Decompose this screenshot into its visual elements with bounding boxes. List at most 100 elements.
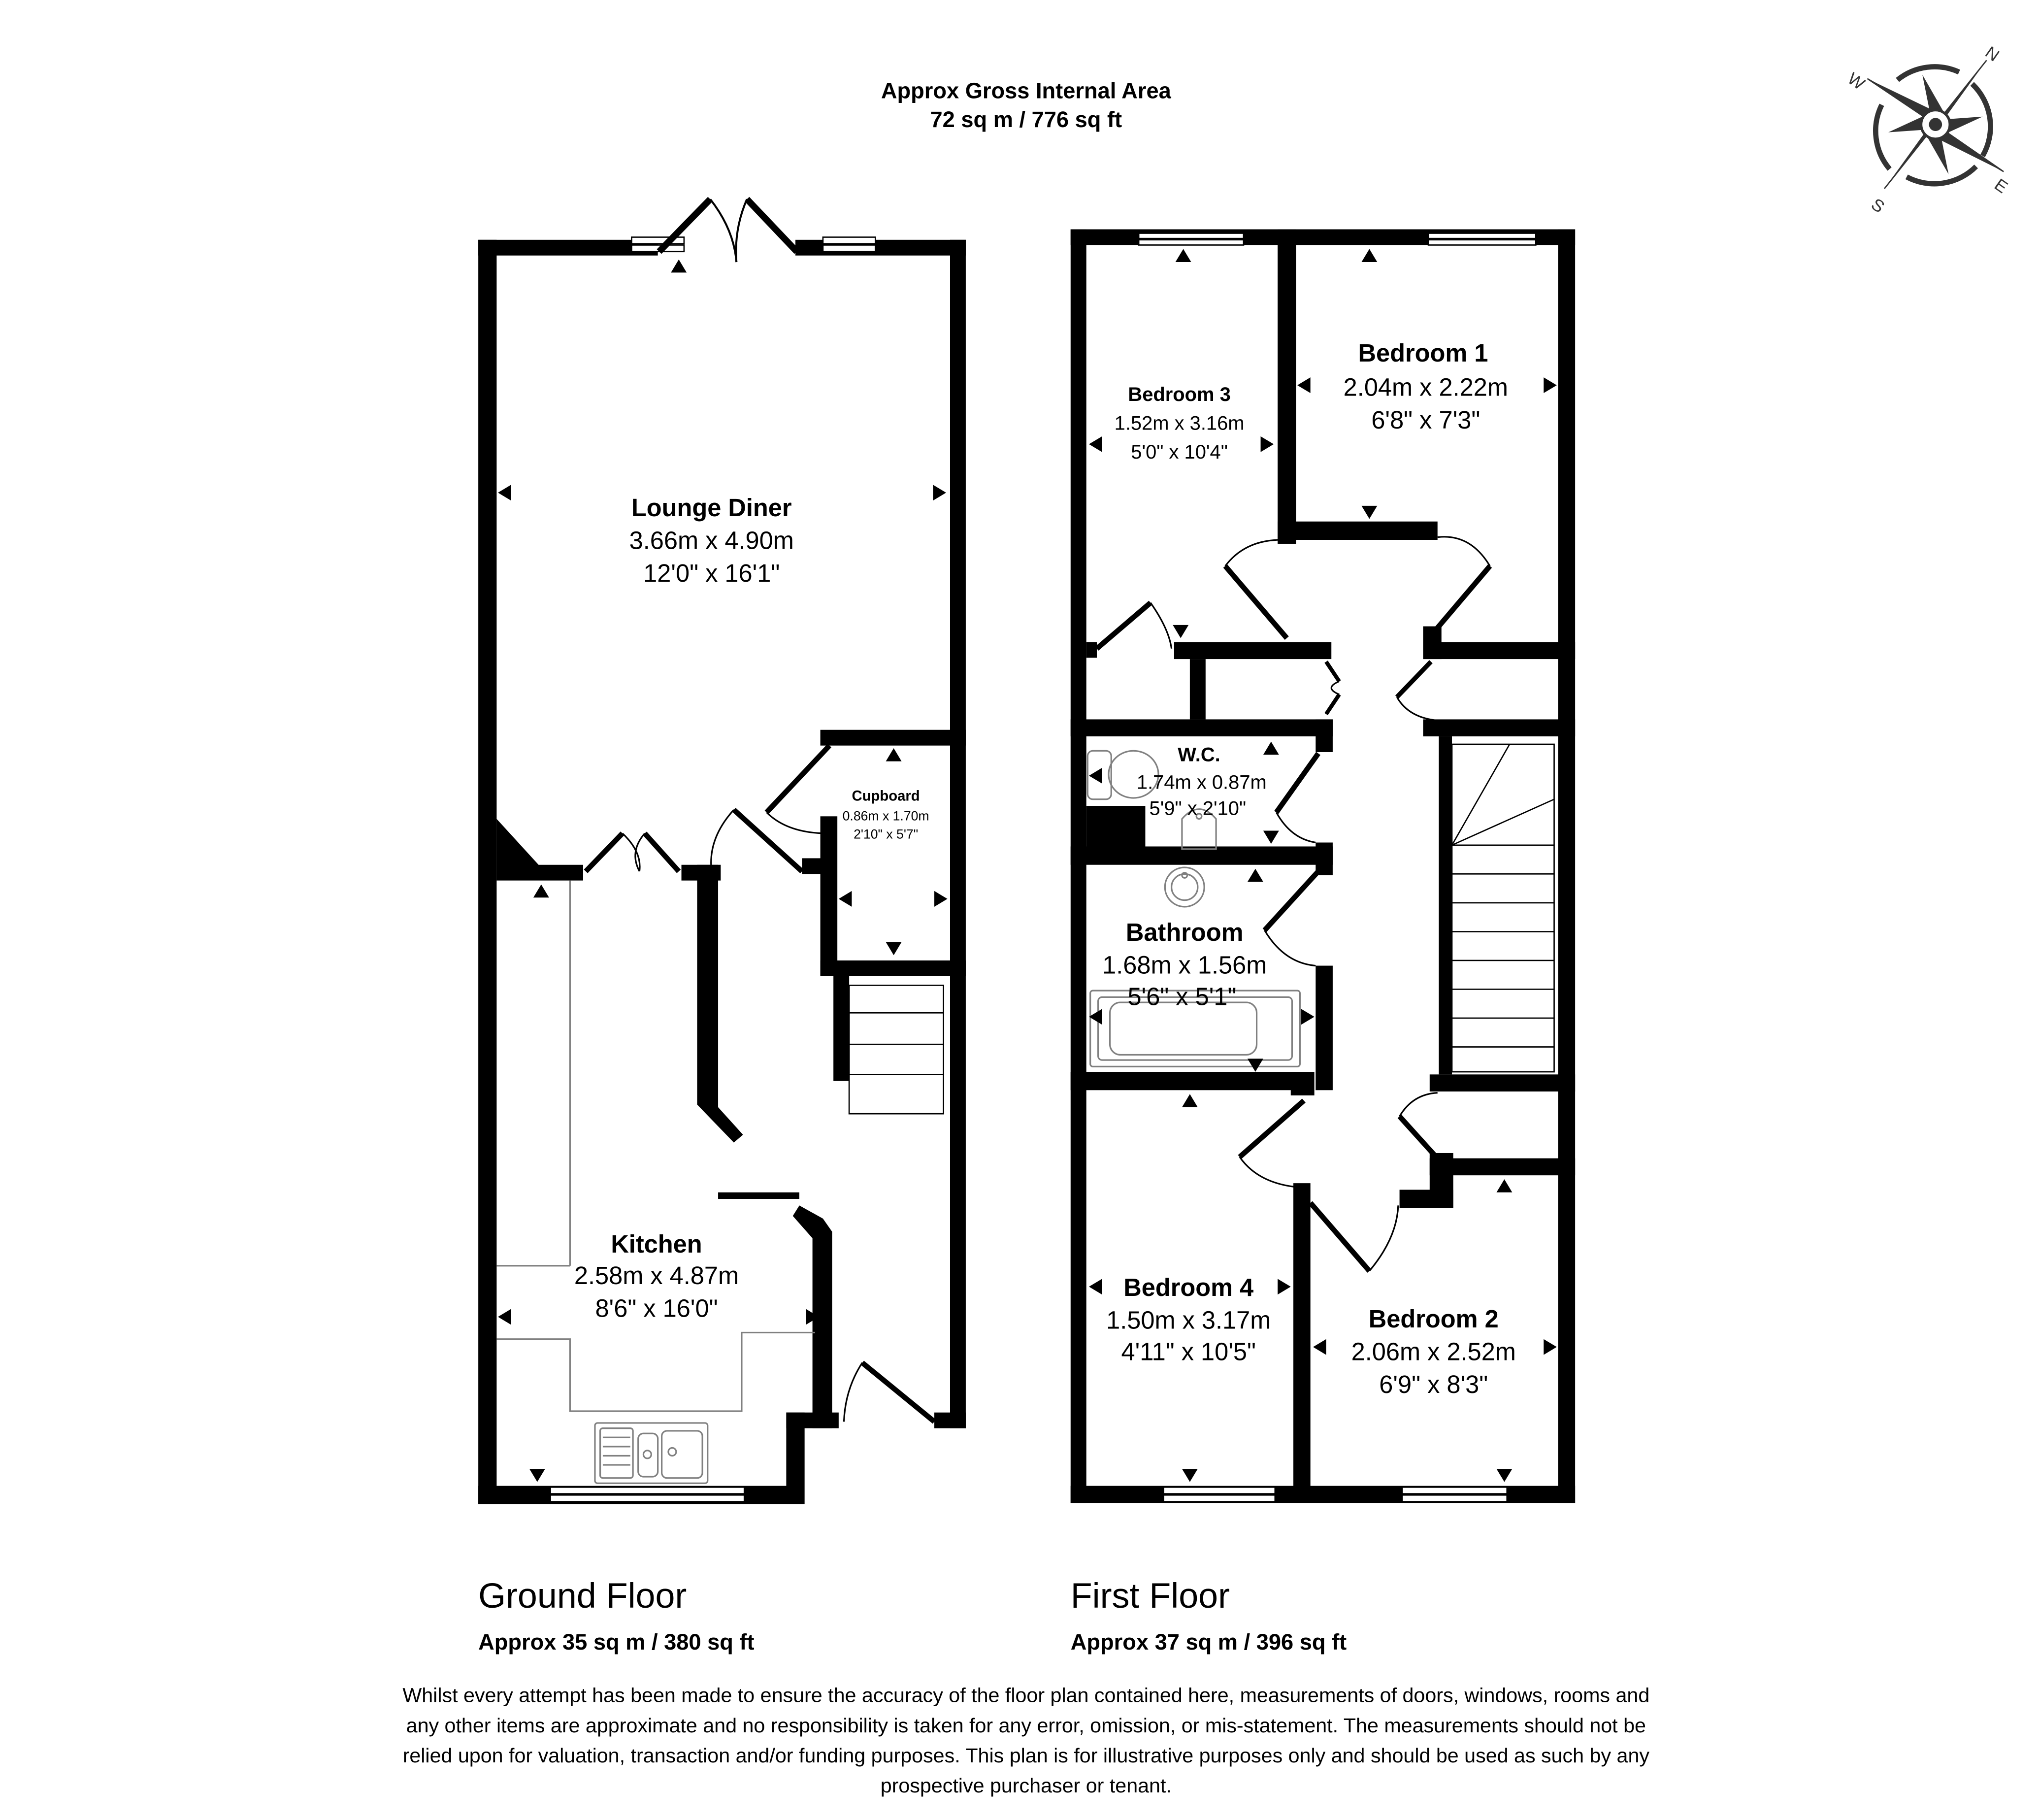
staircase <box>1439 736 1555 1075</box>
wall <box>1423 642 1576 660</box>
wall <box>697 864 743 1143</box>
wall <box>1278 229 1296 544</box>
svg-text:12'0" x 16'1": 12'0" x 16'1" <box>643 559 780 587</box>
wall <box>820 960 966 976</box>
toilet-icon <box>1086 750 1159 800</box>
window <box>1401 1486 1508 1502</box>
gross-area-title: Approx Gross Internal Area <box>881 78 1172 103</box>
wall <box>795 239 966 256</box>
cupboard-door <box>1397 1092 1439 1159</box>
svg-text:Bedroom 3: Bedroom 3 <box>1128 384 1230 405</box>
room-label-bedroom-2: Bedroom 2 2.06m x 2.52m 6'9" x 8'3" <box>1351 1305 1516 1398</box>
door <box>1238 1098 1306 1188</box>
cupboard-door <box>1395 660 1439 722</box>
svg-text:4'11" x 10'5": 4'11" x 10'5" <box>1121 1337 1256 1365</box>
svg-text:relied upon for valuation, tra: relied upon for valuation, transaction a… <box>403 1744 1650 1767</box>
wc-door <box>1274 752 1320 844</box>
first-floor-plan: Bedroom 1 2.04m x 2.22m 6'8" x 7'3" Bedr… <box>1070 229 1576 1503</box>
wall <box>1189 659 1206 720</box>
svg-text:8'6" x 16'0": 8'6" x 16'0" <box>595 1294 718 1322</box>
french-doors <box>657 197 799 263</box>
wall <box>934 1412 966 1428</box>
room-label-lounge-diner: Lounge Diner 3.66m x 4.90m 12'0" x 16'1" <box>629 494 794 587</box>
window <box>1138 232 1245 246</box>
svg-text:any other items are approximat: any other items are approximate and no r… <box>406 1714 1646 1737</box>
compass-south-label: S <box>1868 195 1888 217</box>
svg-text:1.52m x 3.16m: 1.52m x 3.16m <box>1115 413 1245 434</box>
first-floor-caption: First Floor Approx 37 sq m / 396 sq ft <box>1071 1576 1347 1655</box>
door <box>1223 539 1289 640</box>
svg-text:5'0" x 10'4": 5'0" x 10'4" <box>1131 441 1228 463</box>
dimension-arrows <box>498 259 948 1482</box>
room-label-bathroom: Bathroom 1.68m x 1.56m 5'6" x 5'1" <box>1102 918 1267 1010</box>
wall <box>1070 229 1086 1503</box>
front-door <box>843 1360 936 1424</box>
wall <box>1429 1074 1576 1092</box>
wall <box>1293 1183 1311 1498</box>
wall <box>478 239 658 256</box>
door <box>1308 1201 1399 1273</box>
room-label-bedroom-4: Bedroom 4 1.50m x 3.17m 4'11" x 10'5" <box>1106 1273 1271 1365</box>
wall <box>1174 642 1332 660</box>
staircase <box>833 976 945 1115</box>
wall <box>820 729 966 746</box>
cupboard-door <box>1324 661 1341 716</box>
svg-text:Whilst every attempt has been: Whilst every attempt has been made to en… <box>402 1684 1649 1707</box>
wall <box>1399 1190 1453 1208</box>
door <box>710 808 804 873</box>
dimension-arrows <box>1089 249 1557 1482</box>
wall <box>1315 965 1333 1091</box>
svg-text:2.04m x 2.22m: 2.04m x 2.22m <box>1344 373 1508 401</box>
wall <box>1315 719 1333 752</box>
svg-text:Bedroom 1: Bedroom 1 <box>1358 339 1488 367</box>
wall <box>950 239 966 1428</box>
svg-text:Lounge Diner: Lounge Diner <box>631 494 792 522</box>
wall <box>1315 842 1333 876</box>
wall <box>496 819 583 881</box>
gross-area-value: 72 sq m / 776 sq ft <box>930 107 1122 132</box>
cupboard-door <box>764 744 832 834</box>
disclaimer: Whilst every attempt has been made to en… <box>402 1684 1649 1797</box>
compass-west-label: W <box>1844 69 1868 94</box>
ground-floor-name: Ground Floor <box>478 1576 687 1616</box>
wall <box>1423 719 1576 737</box>
svg-text:prospective purchaser or tenan: prospective purchaser or tenant. <box>881 1774 1172 1797</box>
wall <box>820 816 838 976</box>
wall <box>1429 1158 1576 1176</box>
ground-floor-caption: Ground Floor Approx 35 sq m / 380 sq ft <box>478 1576 754 1655</box>
wall <box>1086 642 1097 658</box>
kitchen-worktops <box>496 880 815 1412</box>
cupboard-door <box>1095 600 1173 651</box>
wall <box>1278 521 1438 540</box>
svg-text:Bathroom: Bathroom <box>1126 918 1244 946</box>
wall <box>1423 626 1442 660</box>
french-doors <box>584 831 681 873</box>
wall <box>718 1192 800 1199</box>
room-label-bedroom-3: Bedroom 3 1.52m x 3.16m 5'0" x 10'4" <box>1115 384 1245 463</box>
kitchen-sink-icon <box>594 1422 709 1484</box>
svg-text:Bedroom 2: Bedroom 2 <box>1369 1305 1499 1333</box>
compass-rose-icon: N E S W <box>1844 43 2011 217</box>
svg-text:Kitchen: Kitchen <box>611 1230 702 1258</box>
svg-text:1.74m x 0.87m: 1.74m x 0.87m <box>1137 771 1267 793</box>
door <box>1429 536 1492 637</box>
room-label-bedroom-1: Bedroom 1 2.04m x 2.22m 6'8" x 7'3" <box>1344 339 1508 434</box>
svg-text:2.58m x 4.87m: 2.58m x 4.87m <box>574 1261 739 1290</box>
svg-text:5'9" x 2'10": 5'9" x 2'10" <box>1150 798 1247 820</box>
first-floor-name: First Floor <box>1071 1576 1230 1616</box>
wall <box>1290 1072 1315 1095</box>
wall <box>802 858 828 874</box>
basin-icon <box>1164 866 1205 908</box>
wall <box>1558 229 1576 1503</box>
window <box>1427 232 1537 246</box>
wall <box>1086 806 1146 852</box>
wall <box>478 239 497 1504</box>
wall <box>1070 1072 1300 1091</box>
window <box>550 1486 745 1502</box>
svg-text:5'6" x 5'1": 5'6" x 5'1" <box>1127 982 1236 1010</box>
compass-east-label: E <box>1991 175 2011 197</box>
room-label-wc: W.C. 1.74m x 0.87m 5'9" x 2'10" <box>1137 744 1267 820</box>
svg-text:2'10" x 5'7": 2'10" x 5'7" <box>854 827 918 842</box>
window <box>1163 1486 1276 1502</box>
